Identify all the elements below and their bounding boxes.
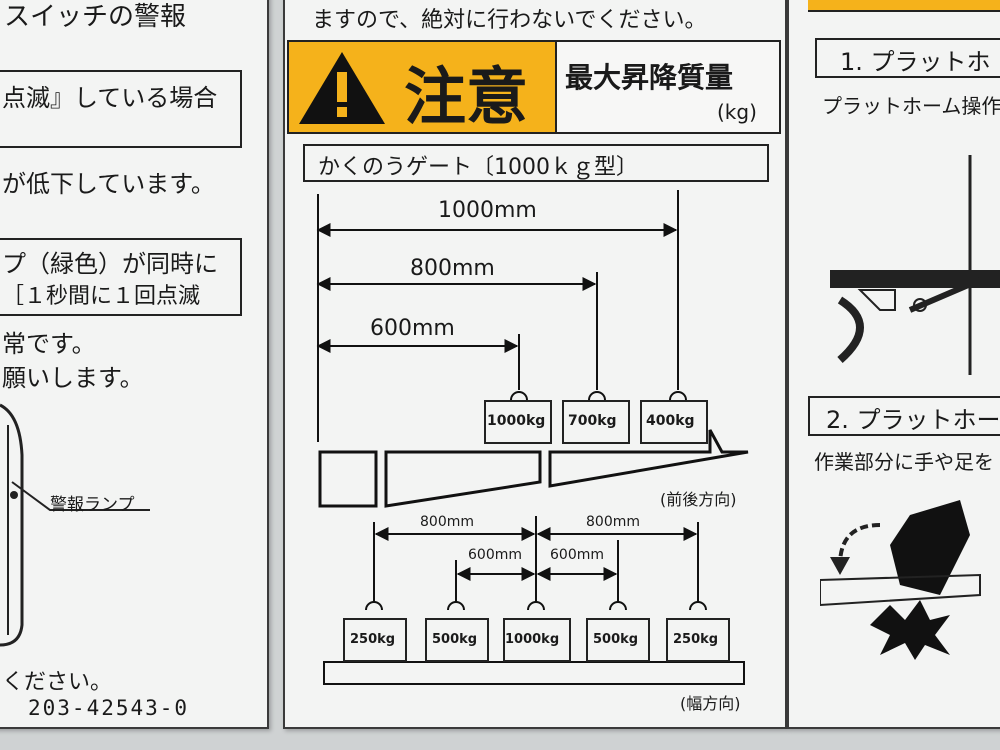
step2-title: 2. プラットホー (826, 406, 1000, 434)
left-onegai-text: 願いします。 (2, 364, 144, 392)
width-weight-250-right-label: 250kg (673, 632, 719, 647)
alarm-lamp-leader-line (11, 481, 150, 511)
left-flash-box (0, 70, 242, 148)
width-dim-800-right: 800mm (586, 514, 640, 530)
control-box-illustration (0, 403, 24, 647)
width-weight-500-right-label: 500kg (593, 632, 639, 647)
left-lamp-box (0, 238, 242, 316)
center-top-line: ますので、絶対に行わないでください。 (312, 8, 707, 33)
front-back-diagram (316, 190, 749, 508)
caution-banner: 注意 (287, 40, 559, 134)
weight-700kg-label: 700kg (568, 413, 617, 429)
width-weight-250-right (666, 618, 730, 662)
weight-1000kg-label: 1000kg (487, 413, 546, 429)
front-back-direction: (前後方向) (660, 490, 737, 509)
width-weight-500-right (586, 618, 650, 662)
left-desu-text: 常です。 (2, 330, 96, 358)
dim-600mm: 600mm (370, 316, 455, 341)
width-weight-1000 (503, 618, 571, 662)
step1-desc: プラットホーム操作 (822, 94, 1000, 118)
width-weight-500-left-label: 500kg (432, 632, 478, 647)
weight-700kg (562, 400, 630, 444)
left-flash-text: 点滅』している場合 (2, 84, 218, 112)
step2-desc: 作業部分に手や足を (814, 450, 994, 474)
max-load-unit: (kg) (717, 100, 757, 124)
width-direction: (幅方向) (680, 694, 741, 713)
weight-1000kg (484, 400, 552, 444)
warning-triangle-icon (299, 52, 385, 124)
gate-title-box (303, 144, 769, 182)
left-low-text: が低下しています。 (2, 170, 215, 198)
left-label-panel (0, 0, 269, 729)
max-load-label: 最大昇降質量 (565, 61, 734, 94)
width-diagram (323, 516, 745, 685)
right-caution-strip (808, 0, 1000, 12)
left-title: スイッチの警報 (4, 2, 187, 32)
right-label-panel (787, 0, 1000, 729)
left-kudasai: ください。 (2, 670, 113, 695)
dim-800mm: 800mm (410, 256, 495, 281)
step1-title: 1. プラットホ (840, 48, 991, 76)
width-weight-500-left (425, 618, 489, 662)
width-weight-250-left-label: 250kg (350, 632, 396, 647)
step2-box (808, 396, 1000, 436)
max-load-box: 最大昇降質量 (kg) (555, 40, 781, 134)
width-weight-1000-label: 1000kg (505, 632, 560, 647)
hand-warning-illustration (820, 500, 981, 660)
gate-title: かくのうゲート〔1000ｋｇ型〕 (318, 155, 638, 180)
doc-number: 203-42543-0 (28, 696, 190, 720)
step1-box (815, 38, 1000, 78)
platform-illustration (830, 155, 1000, 375)
left-flash-rate: ［１秒間に１回点滅 (2, 284, 201, 309)
dim-1000mm: 1000mm (438, 198, 537, 223)
alarm-lamp-label: 警報ランプ (50, 495, 135, 515)
caution-title: 注意 (404, 60, 529, 133)
width-dim-600-left: 600mm (468, 547, 522, 563)
left-lamp-text: プ（緑色）が同時に (2, 250, 218, 278)
width-dim-800-left: 800mm (420, 514, 474, 530)
weight-400kg (640, 400, 708, 444)
weight-400kg-label: 400kg (646, 413, 695, 429)
width-dim-600-right: 600mm (550, 547, 604, 563)
width-weight-250-left (343, 618, 407, 662)
